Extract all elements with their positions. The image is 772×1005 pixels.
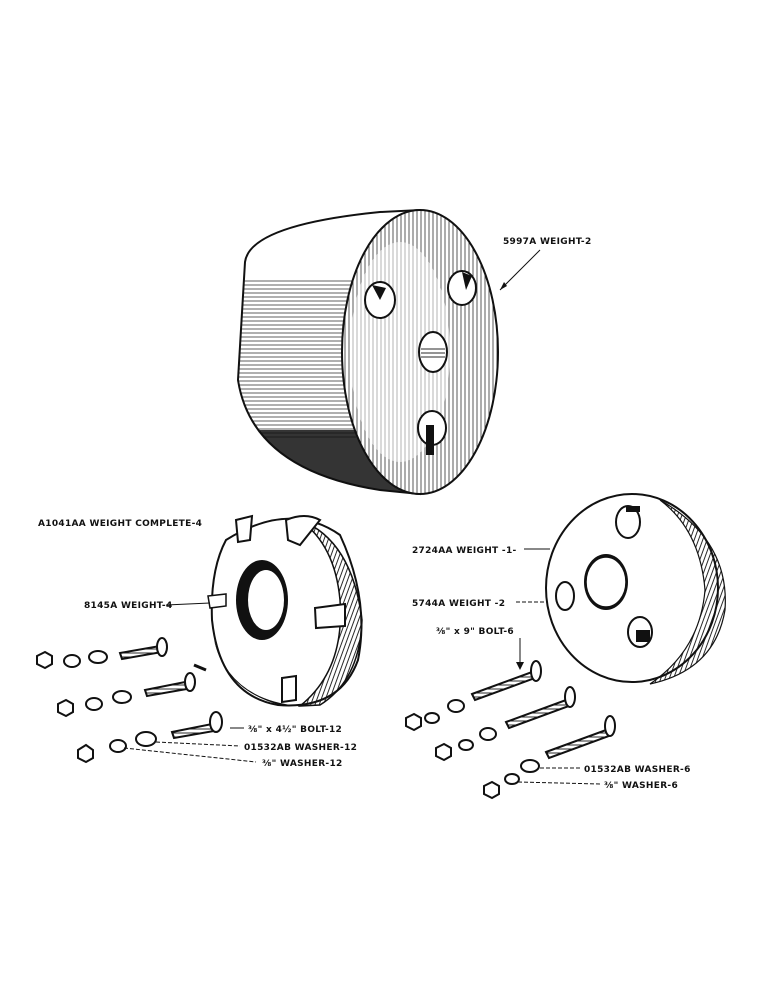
weight-2724aa-drawing xyxy=(545,493,726,685)
right-hardware xyxy=(405,660,616,800)
label-5744a-weight: 5744A WEIGHT -2 xyxy=(412,599,505,609)
callout-right-hardware: 01532AB WASHER-6 ⅜" WASHER-6 xyxy=(517,765,691,791)
callout-a1041aa: A1041AA WEIGHT COMPLETE-4 8145A WEIGHT-4 xyxy=(38,519,211,611)
label-8145a-weight: 8145A WEIGHT-4 xyxy=(84,601,173,611)
weight-5997a-drawing xyxy=(236,208,499,496)
weight-5997a-holes xyxy=(364,270,477,455)
weight-8145a-drawing xyxy=(207,514,363,707)
label-bolt-12: ⅜" x 4½" BOLT-12 xyxy=(248,724,342,735)
label-washer-12: ⅜" WASHER-12 xyxy=(262,759,343,769)
label-01532ab-washer-6: 01532AB WASHER-6 xyxy=(584,765,691,775)
callout-5997a: 5997A WEIGHT-2 xyxy=(499,237,592,291)
label-a1041aa-weight-complete: A1041AA WEIGHT COMPLETE-4 xyxy=(38,519,202,529)
label-bolt-6: ⅜" x 9" BOLT-6 xyxy=(436,627,514,637)
label-5997a-weight: 5997A WEIGHT-2 xyxy=(503,237,592,247)
label-2724aa-weight: 2724AA WEIGHT -1- xyxy=(412,546,517,556)
callout-right-weights: 2724AA WEIGHT -1- 5744A WEIGHT -2 ⅜" x 9… xyxy=(412,546,550,670)
left-hardware xyxy=(36,637,223,764)
label-01532ab-washer-12: 01532AB WASHER-12 xyxy=(244,743,357,753)
label-washer-6: ⅜" WASHER-6 xyxy=(604,781,678,791)
callout-left-hardware: ⅜" x 4½" BOLT-12 01532AB WASHER-12 ⅜" WA… xyxy=(123,724,357,769)
